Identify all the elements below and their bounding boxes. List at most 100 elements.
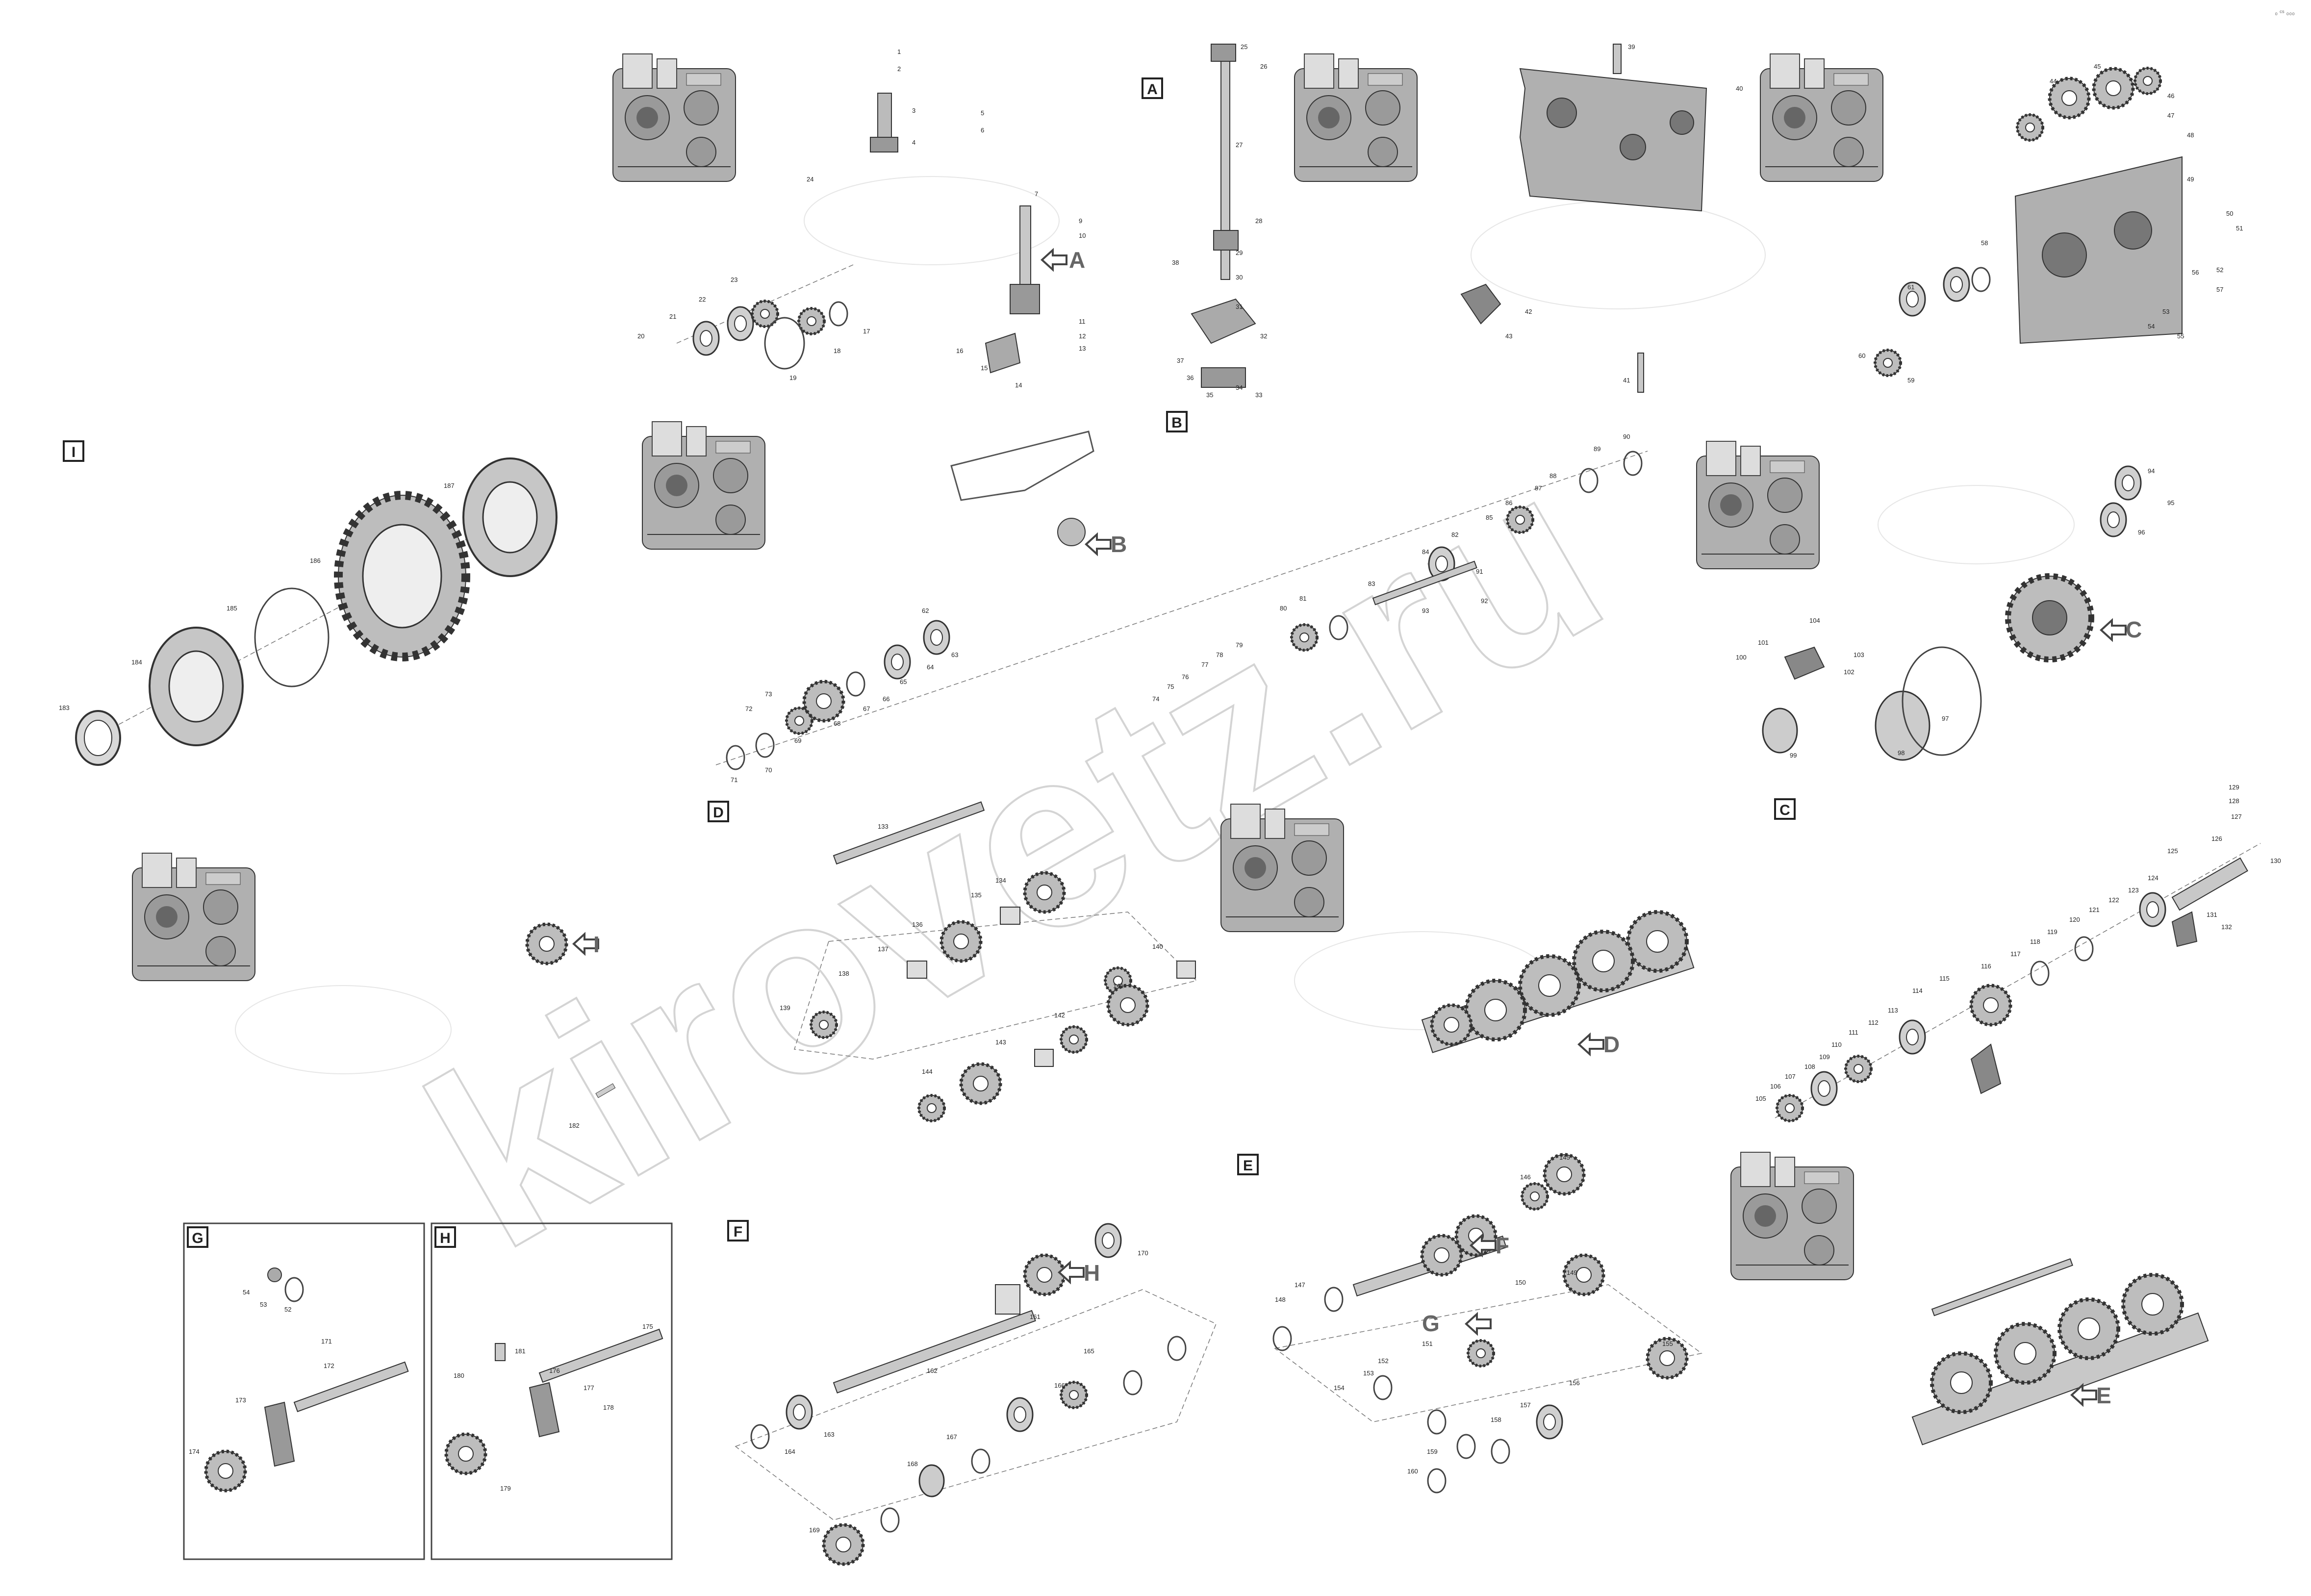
part-number-label: 93 xyxy=(1422,607,1429,614)
part-number-label: 146 xyxy=(1520,1173,1531,1181)
part-number-label: 36 xyxy=(1187,374,1194,381)
callout-G: G xyxy=(1422,1311,1492,1336)
section-E-parts: 145 146 147 148 149 150 151 152 153 154 … xyxy=(1272,1154,1702,1494)
part-number-label: 51 xyxy=(2236,225,2243,232)
part-number-label: 24 xyxy=(807,176,813,183)
part-number-label: 57 xyxy=(2216,286,2223,293)
part-number-label: 135 xyxy=(971,891,982,899)
part-number-label: 157 xyxy=(1520,1401,1531,1409)
part-number-label: 121 xyxy=(2089,906,2100,913)
part-number-label: 6 xyxy=(981,127,984,134)
part-number-label: 5 xyxy=(981,109,984,117)
watermark-text: kirovetz.ru xyxy=(385,411,1644,1302)
svg-text:B: B xyxy=(1111,532,1127,557)
part-number-label: 122 xyxy=(2108,896,2119,904)
part-number-label: 27 xyxy=(1236,141,1243,149)
part-number-label: 70 xyxy=(765,766,772,774)
section-F-parts: 161 162 163 164 165 166 167 168 169 170 xyxy=(735,1223,1217,1564)
part-number-label: 4 xyxy=(912,139,915,146)
part-number-label: 137 xyxy=(878,945,889,953)
part-number-label: 117 xyxy=(2010,950,2021,958)
section-G-parts: 52 53 54 171 172 173 174 xyxy=(189,1267,409,1491)
part-number-label: 112 xyxy=(1868,1019,1879,1026)
part-number-label: 119 xyxy=(2047,928,2057,936)
part-number-label: 103 xyxy=(1854,651,1864,659)
part-number-label: 59 xyxy=(1907,377,1914,384)
part-number-label: 187 xyxy=(444,482,455,489)
section-F-labelbox: F xyxy=(727,1220,749,1241)
part-number-label: 186 xyxy=(310,557,321,564)
part-number-label: 141 xyxy=(1113,982,1124,989)
part-number-label: 65 xyxy=(900,678,907,685)
part-number-label: 54 xyxy=(2148,323,2155,330)
section-H-parts: 175 176 177 178 179 180 181 xyxy=(446,1323,663,1492)
cluster-top-left: 1 2 3 4 5 6 7 9 10 11 12 13 14 15 16 17 … xyxy=(637,48,1086,389)
part-number-label: 98 xyxy=(1898,749,1905,757)
part-number-label: 159 xyxy=(1427,1448,1438,1455)
part-number-label: 136 xyxy=(912,921,923,928)
section-B-labelbox: B xyxy=(1166,411,1188,432)
part-number-label: 85 xyxy=(1486,514,1493,521)
part-number-label: 52 xyxy=(2216,266,2223,274)
part-number-label: 124 xyxy=(2148,874,2159,882)
part-number-label: 113 xyxy=(1888,1007,1898,1014)
part-number-label: 92 xyxy=(1481,597,1488,605)
section-I-parts: 183 184 185 186 187 xyxy=(59,457,558,766)
part-number-label: 150 xyxy=(1515,1279,1526,1286)
part-number-label: 13 xyxy=(1079,345,1086,352)
part-number-label: 155 xyxy=(1662,1340,1673,1347)
part-number-label: 80 xyxy=(1280,605,1287,612)
part-number-label: 21 xyxy=(669,313,676,320)
part-number-label: 16 xyxy=(956,347,963,355)
part-number-label: 174 xyxy=(189,1448,200,1455)
section-D-parts: 133 134 135 136 137 138 139 140 141 142 … xyxy=(780,801,1197,1121)
part-number-label: 163 xyxy=(824,1431,835,1438)
part-number-label: 127 xyxy=(2231,813,2242,820)
part-number-label: 61 xyxy=(1907,283,1914,291)
part-number-label: 45 xyxy=(2094,63,2101,70)
part-number-label: 115 xyxy=(1939,975,1950,982)
part-number-label: 105 xyxy=(1755,1095,1766,1102)
part-number-label: 38 xyxy=(1172,259,1179,266)
part-number-label: 152 xyxy=(1378,1357,1389,1365)
part-number-label: 169 xyxy=(809,1526,820,1534)
part-number-label: 134 xyxy=(995,877,1006,884)
part-number-label: 75 xyxy=(1167,683,1174,690)
part-number-label: 176 xyxy=(549,1367,560,1374)
part-number-label: 168 xyxy=(907,1460,918,1468)
part-number-label: 91 xyxy=(1476,568,1483,575)
gearbox-thumbnail xyxy=(1696,441,1820,569)
section-D-labelbox: D xyxy=(708,801,729,822)
part-number-label: 126 xyxy=(2211,835,2222,842)
part-number-label: 87 xyxy=(1535,484,1542,492)
part-number-label: 37 xyxy=(1177,357,1184,364)
gearbox-thumbnail xyxy=(1220,804,1344,932)
gear-cluster-D: D xyxy=(1421,912,1695,1057)
part-number-label: 158 xyxy=(1491,1416,1501,1423)
part-number-label: 68 xyxy=(834,720,840,727)
part-number-label: 97 xyxy=(1942,715,1949,722)
part-number-label: 130 xyxy=(2270,857,2281,864)
part-number-label: 73 xyxy=(765,690,772,698)
part-number-label: 179 xyxy=(500,1485,511,1492)
svg-text:F: F xyxy=(734,1224,742,1240)
part-number-label: 58 xyxy=(1981,239,1988,247)
part-number-label: 48 xyxy=(2187,131,2194,139)
part-number-label: 39 xyxy=(1628,43,1635,51)
cluster-mid-right: 94 95 96 97 98 99 100 101 102 103 104 xyxy=(1736,465,2174,761)
part-number-label: 109 xyxy=(1819,1053,1830,1061)
part-number-label: 125 xyxy=(2167,847,2178,855)
part-number-label: 1 xyxy=(897,48,901,55)
section-C-labelbox: C xyxy=(1774,798,1796,820)
part-number-label: 15 xyxy=(981,364,988,372)
part-number-label: 107 xyxy=(1785,1073,1796,1080)
part-number-label: 18 xyxy=(834,347,840,355)
part-number-label: 78 xyxy=(1216,651,1223,659)
part-number-label: 56 xyxy=(2192,269,2199,276)
svg-text:H: H xyxy=(440,1230,451,1246)
part-number-label: 160 xyxy=(1407,1468,1418,1475)
part-number-label: 83 xyxy=(1368,580,1375,587)
part-number-label: 71 xyxy=(731,776,737,784)
part-number-label: 40 xyxy=(1736,85,1743,92)
